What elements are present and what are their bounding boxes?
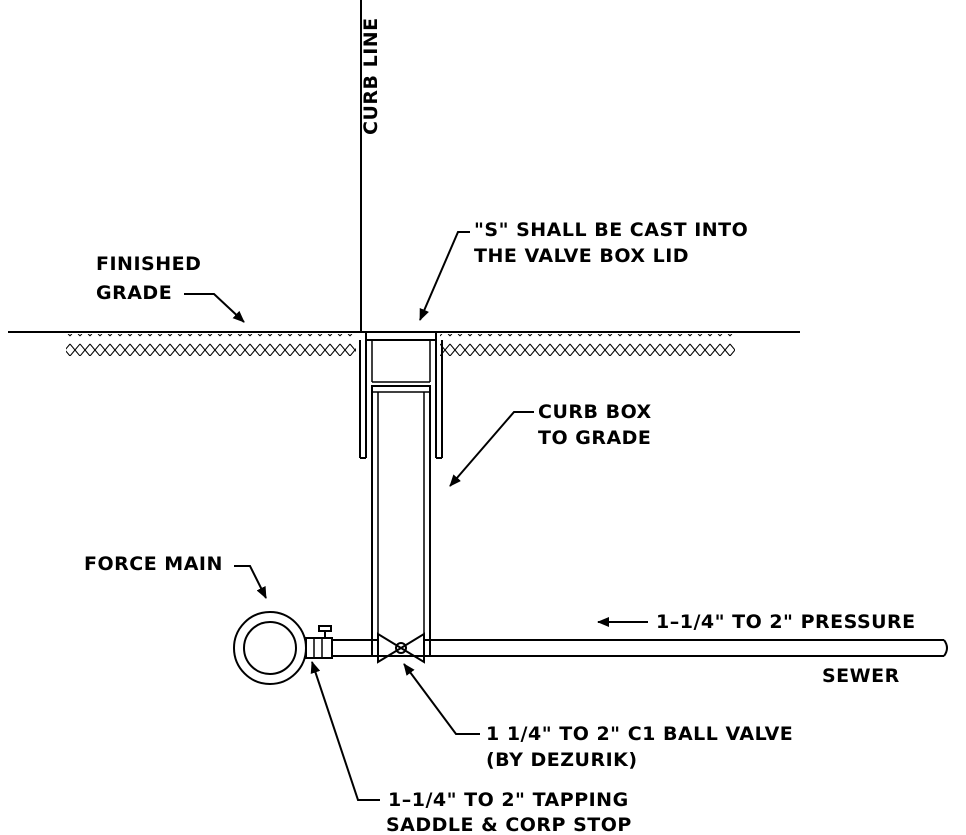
ball-valve (377, 632, 425, 664)
pressure-sewer-label-line1: 1–1/4" TO 2" PRESSURE (656, 611, 916, 633)
tapping-saddle-label-line2: SADDLE & CORP STOP (386, 814, 632, 835)
corp-stop (305, 625, 333, 659)
curb-box-label-line1: CURB BOX (538, 401, 652, 423)
soil-hatch-left (66, 334, 356, 356)
soil-hatch-right (440, 334, 735, 356)
tapping-leader (310, 661, 380, 801)
pressure-sewer-label-line2: SEWER (822, 665, 900, 687)
finished-grade-leader (184, 293, 245, 323)
curb-box (359, 331, 443, 657)
curb-line-label: CURB LINE (360, 17, 382, 135)
tapping-saddle-label-line1: 1–1/4" TO 2" TAPPING (388, 789, 629, 811)
ball-valve-label-line1: 1 1/4" TO 2" C1 BALL VALVE (486, 723, 793, 745)
curb-box-leader (449, 411, 534, 487)
force-main-pipe (233, 611, 307, 685)
ball-valve-label-line2: (BY DEZURIK) (486, 749, 638, 771)
finished-grade-label-line1: FINISHED (96, 253, 201, 275)
finished-grade-label-line2: GRADE (96, 282, 172, 304)
curb-box-label-line2: TO GRADE (538, 427, 651, 449)
service-pipe (332, 639, 948, 657)
force-main-label: FORCE MAIN (84, 553, 223, 575)
s-lid-leader (419, 231, 470, 321)
s-lid-note-line2: THE VALVE BOX LID (474, 245, 689, 267)
force-main-leader (234, 565, 267, 599)
s-lid-note-line1: "S" SHALL BE CAST INTO (474, 219, 748, 241)
ball-valve-leader (403, 663, 480, 735)
